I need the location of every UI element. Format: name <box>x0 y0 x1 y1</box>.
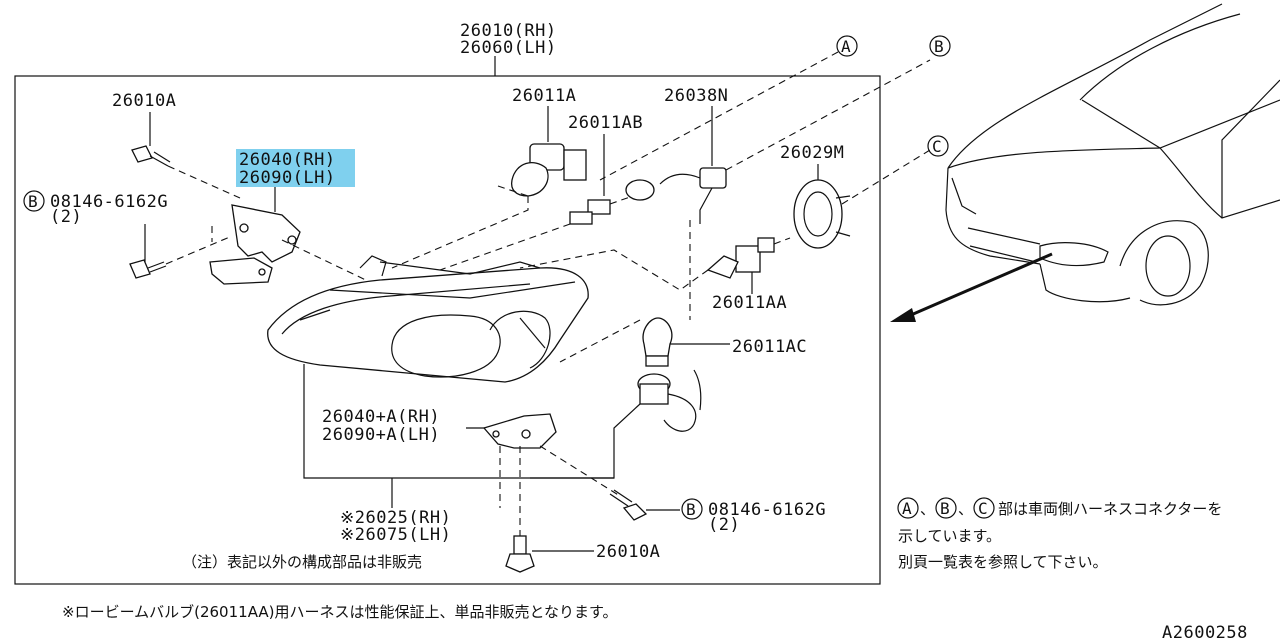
bulb-icon-26011ab[interactable] <box>569 199 611 225</box>
marker-b-left <box>23 190 45 212</box>
cap-icon-26029m[interactable] <box>793 179 851 249</box>
bracket-icon-bottom[interactable] <box>482 413 557 449</box>
note-sep-2: 、 <box>958 500 973 518</box>
marker-b-left-text: B <box>28 192 38 211</box>
note-right-line2: 示しています。 <box>898 527 1001 545</box>
assembly-frame <box>14 75 881 585</box>
part-label-26040-rh[interactable]: 26040(RH) <box>239 150 336 170</box>
headlamp-housing[interactable] <box>267 255 589 383</box>
socket-icon[interactable] <box>637 369 702 432</box>
marker-b <box>929 35 951 57</box>
part-label-26011ac[interactable]: 26011AC <box>732 337 807 357</box>
part-label-26038n[interactable]: 26038N <box>664 86 728 106</box>
unit-label-lh[interactable]: ※26075(LH) <box>340 525 451 545</box>
part-label-26010a-top[interactable]: 26010A <box>112 91 176 111</box>
screw-icon-bottom[interactable] <box>505 535 535 573</box>
bolt-icon-right[interactable] <box>609 489 648 521</box>
bolt-label-right[interactable]: 08146-6162G <box>708 500 826 520</box>
bulb-icon-26011ac[interactable] <box>642 317 673 367</box>
bolt-icon-left[interactable] <box>129 259 167 279</box>
marker-c <box>927 135 949 157</box>
bulb-icon-26011aa[interactable] <box>706 237 775 279</box>
note-marker-b: B <box>940 499 950 518</box>
footnote: ※ロービームバルブ(26011AA)用ハーネスは性能保証上、単品非販売となります… <box>62 603 618 621</box>
part-label-26090-lh[interactable]: 26090(LH) <box>239 168 336 188</box>
bolt-qty-left: (2) <box>50 207 82 227</box>
note-inner: （注）表記以外の構成部品は非販売 <box>182 553 422 571</box>
part-label-bracket-rh[interactable]: 26040+A(RH) <box>322 407 440 427</box>
part-label-26010a-bottom[interactable]: 26010A <box>596 542 660 562</box>
marker-c-text: C <box>932 137 942 156</box>
note-marker-c: C <box>978 499 988 518</box>
note-sep-1: 、 <box>920 500 935 518</box>
bolt-qty-right: (2) <box>708 515 740 535</box>
bracket-icon-left[interactable] <box>209 204 301 285</box>
pointer-arrow <box>903 252 1053 320</box>
note-right-line1: 部は車両側ハーネスコネクターを <box>998 500 1222 518</box>
marker-b-text: B <box>934 37 944 56</box>
bulb-icon-26011a[interactable] <box>510 143 587 197</box>
assembly-label-lh[interactable]: 26060(LH) <box>460 38 557 58</box>
marker-b-right-text: B <box>686 500 696 519</box>
drawing-code: A2600258 <box>1162 623 1248 640</box>
part-label-26011aa[interactable]: 26011AA <box>712 293 787 313</box>
highlight-box <box>236 149 355 187</box>
bolt-label-left[interactable]: 08146-6162G <box>50 192 168 212</box>
part-label-26029m[interactable]: 26029M <box>780 143 844 163</box>
marker-a <box>836 35 858 57</box>
marker-a-text: A <box>841 37 851 56</box>
part-label-26011a[interactable]: 26011A <box>512 86 576 106</box>
note-right-line3: 別頁一覧表を参照して下さい。 <box>898 553 1108 571</box>
harness-icon-26038n[interactable] <box>625 167 727 224</box>
part-label-bracket-lh[interactable]: 26090+A(LH) <box>322 425 440 445</box>
note-marker-a: A <box>902 499 912 518</box>
screw-icon-top[interactable] <box>131 145 171 167</box>
unit-label-rh[interactable]: ※26025(RH) <box>340 508 451 528</box>
part-label-26011ab[interactable]: 26011AB <box>568 113 643 133</box>
marker-b-right <box>681 498 703 520</box>
assembly-label-rh[interactable]: 26010(RH) <box>460 21 557 41</box>
vehicle-illustration <box>945 3 1280 306</box>
